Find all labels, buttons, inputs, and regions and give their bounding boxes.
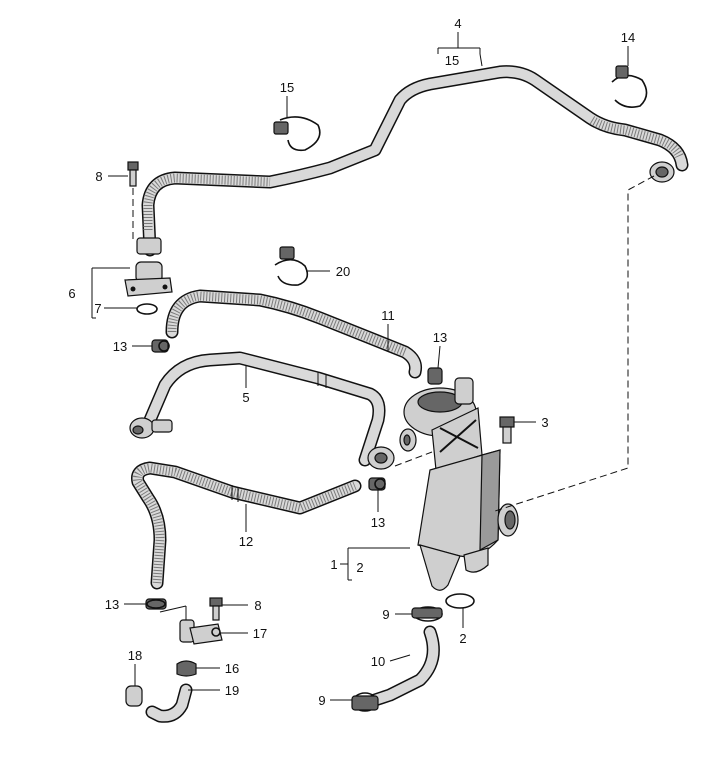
hose-clamp-9-lower — [351, 692, 379, 712]
callout-12: 12 — [239, 534, 253, 549]
callout-6: 6 — [68, 286, 75, 301]
bolt-top — [127, 161, 139, 187]
hose-end-connector — [649, 161, 675, 183]
hose-5-end-fitting-right — [367, 446, 395, 470]
callout-16: 16 — [225, 661, 239, 676]
callout-5: 5 — [242, 390, 249, 405]
callout-7: 7 — [94, 301, 101, 316]
vent-hose-11 — [165, 289, 422, 379]
callout-13-mid: 13 — [433, 330, 447, 345]
hose-clamp-20 — [274, 246, 309, 286]
o-ring — [136, 303, 158, 315]
hose-clamp-15 — [273, 116, 321, 152]
callout-3: 3 — [541, 415, 548, 430]
callout-4: 4 — [454, 16, 461, 31]
small-clamp-13-mid — [427, 367, 443, 385]
callout-15-clamp: 15 — [280, 80, 294, 95]
small-clamp-13-left — [151, 339, 170, 353]
callout-11: 11 — [381, 308, 395, 323]
hose-clamp-9-upper — [411, 606, 443, 622]
vent-hose-12 — [131, 461, 362, 590]
callout-8-top: 8 — [95, 169, 102, 184]
callout-19: 19 — [225, 683, 239, 698]
callout-2-bracket: 2 — [356, 560, 363, 575]
callout-13-bottom: 13 — [105, 597, 119, 612]
callout-9-upper: 9 — [382, 607, 389, 622]
callout-15-top: 15 — [445, 53, 459, 68]
bolt-8-bottom — [209, 597, 223, 621]
hose-clamp-14 — [611, 65, 648, 108]
callout-18: 18 — [128, 648, 142, 663]
hose-5-end-fitting — [129, 417, 173, 439]
hose-19 — [145, 683, 193, 723]
vent-hose-5 — [143, 351, 386, 467]
small-clamp-13-bottom — [145, 598, 167, 610]
callout-2-gasket: 2 — [459, 631, 466, 646]
small-clamp-13-sep — [368, 477, 386, 491]
vent-hose-main — [141, 65, 689, 257]
callout-20: 20 — [336, 264, 350, 279]
callout-8-bottom: 8 — [254, 598, 261, 613]
bolt-3 — [499, 416, 515, 444]
cap-18 — [125, 685, 143, 707]
callout-13-left: 13 — [113, 339, 127, 354]
callout-10: 10 — [371, 654, 385, 669]
hose-flange-fitting — [124, 237, 173, 297]
callout-13-separator: 13 — [371, 515, 385, 530]
callout-1: 1 — [330, 557, 337, 572]
hose-10 — [368, 625, 440, 707]
callout-17: 17 — [253, 626, 267, 641]
cap-16 — [176, 660, 197, 677]
gasket — [445, 593, 475, 609]
callout-14: 14 — [621, 30, 635, 45]
valve-17 — [159, 605, 223, 645]
oil-separator — [399, 377, 519, 591]
callout-9-lower: 9 — [318, 693, 325, 708]
